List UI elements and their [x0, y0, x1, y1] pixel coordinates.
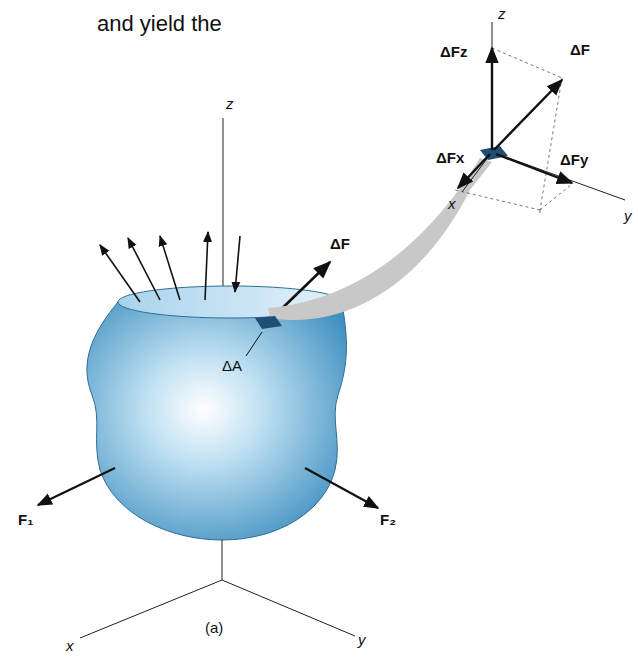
axis-label: y — [624, 208, 632, 223]
force-label: ΔF — [570, 42, 590, 57]
figure-tag: (a) — [205, 620, 223, 635]
force-component-label: ΔFz — [440, 44, 467, 59]
axis-label: y — [358, 632, 366, 647]
force-label: F₂ — [380, 512, 396, 527]
force-label: ΔF — [330, 236, 350, 251]
axis-label: z — [226, 96, 234, 111]
force-component-label: ΔFx — [436, 150, 464, 165]
area-label: ΔA — [222, 358, 242, 373]
axis-label: z — [498, 6, 506, 21]
cut-text: and yield the — [97, 13, 222, 35]
axis-label: x — [448, 196, 456, 211]
force-label: F₁ — [18, 512, 33, 527]
axis-label: x — [66, 638, 74, 653]
force-component-label: ΔFy — [560, 152, 588, 167]
